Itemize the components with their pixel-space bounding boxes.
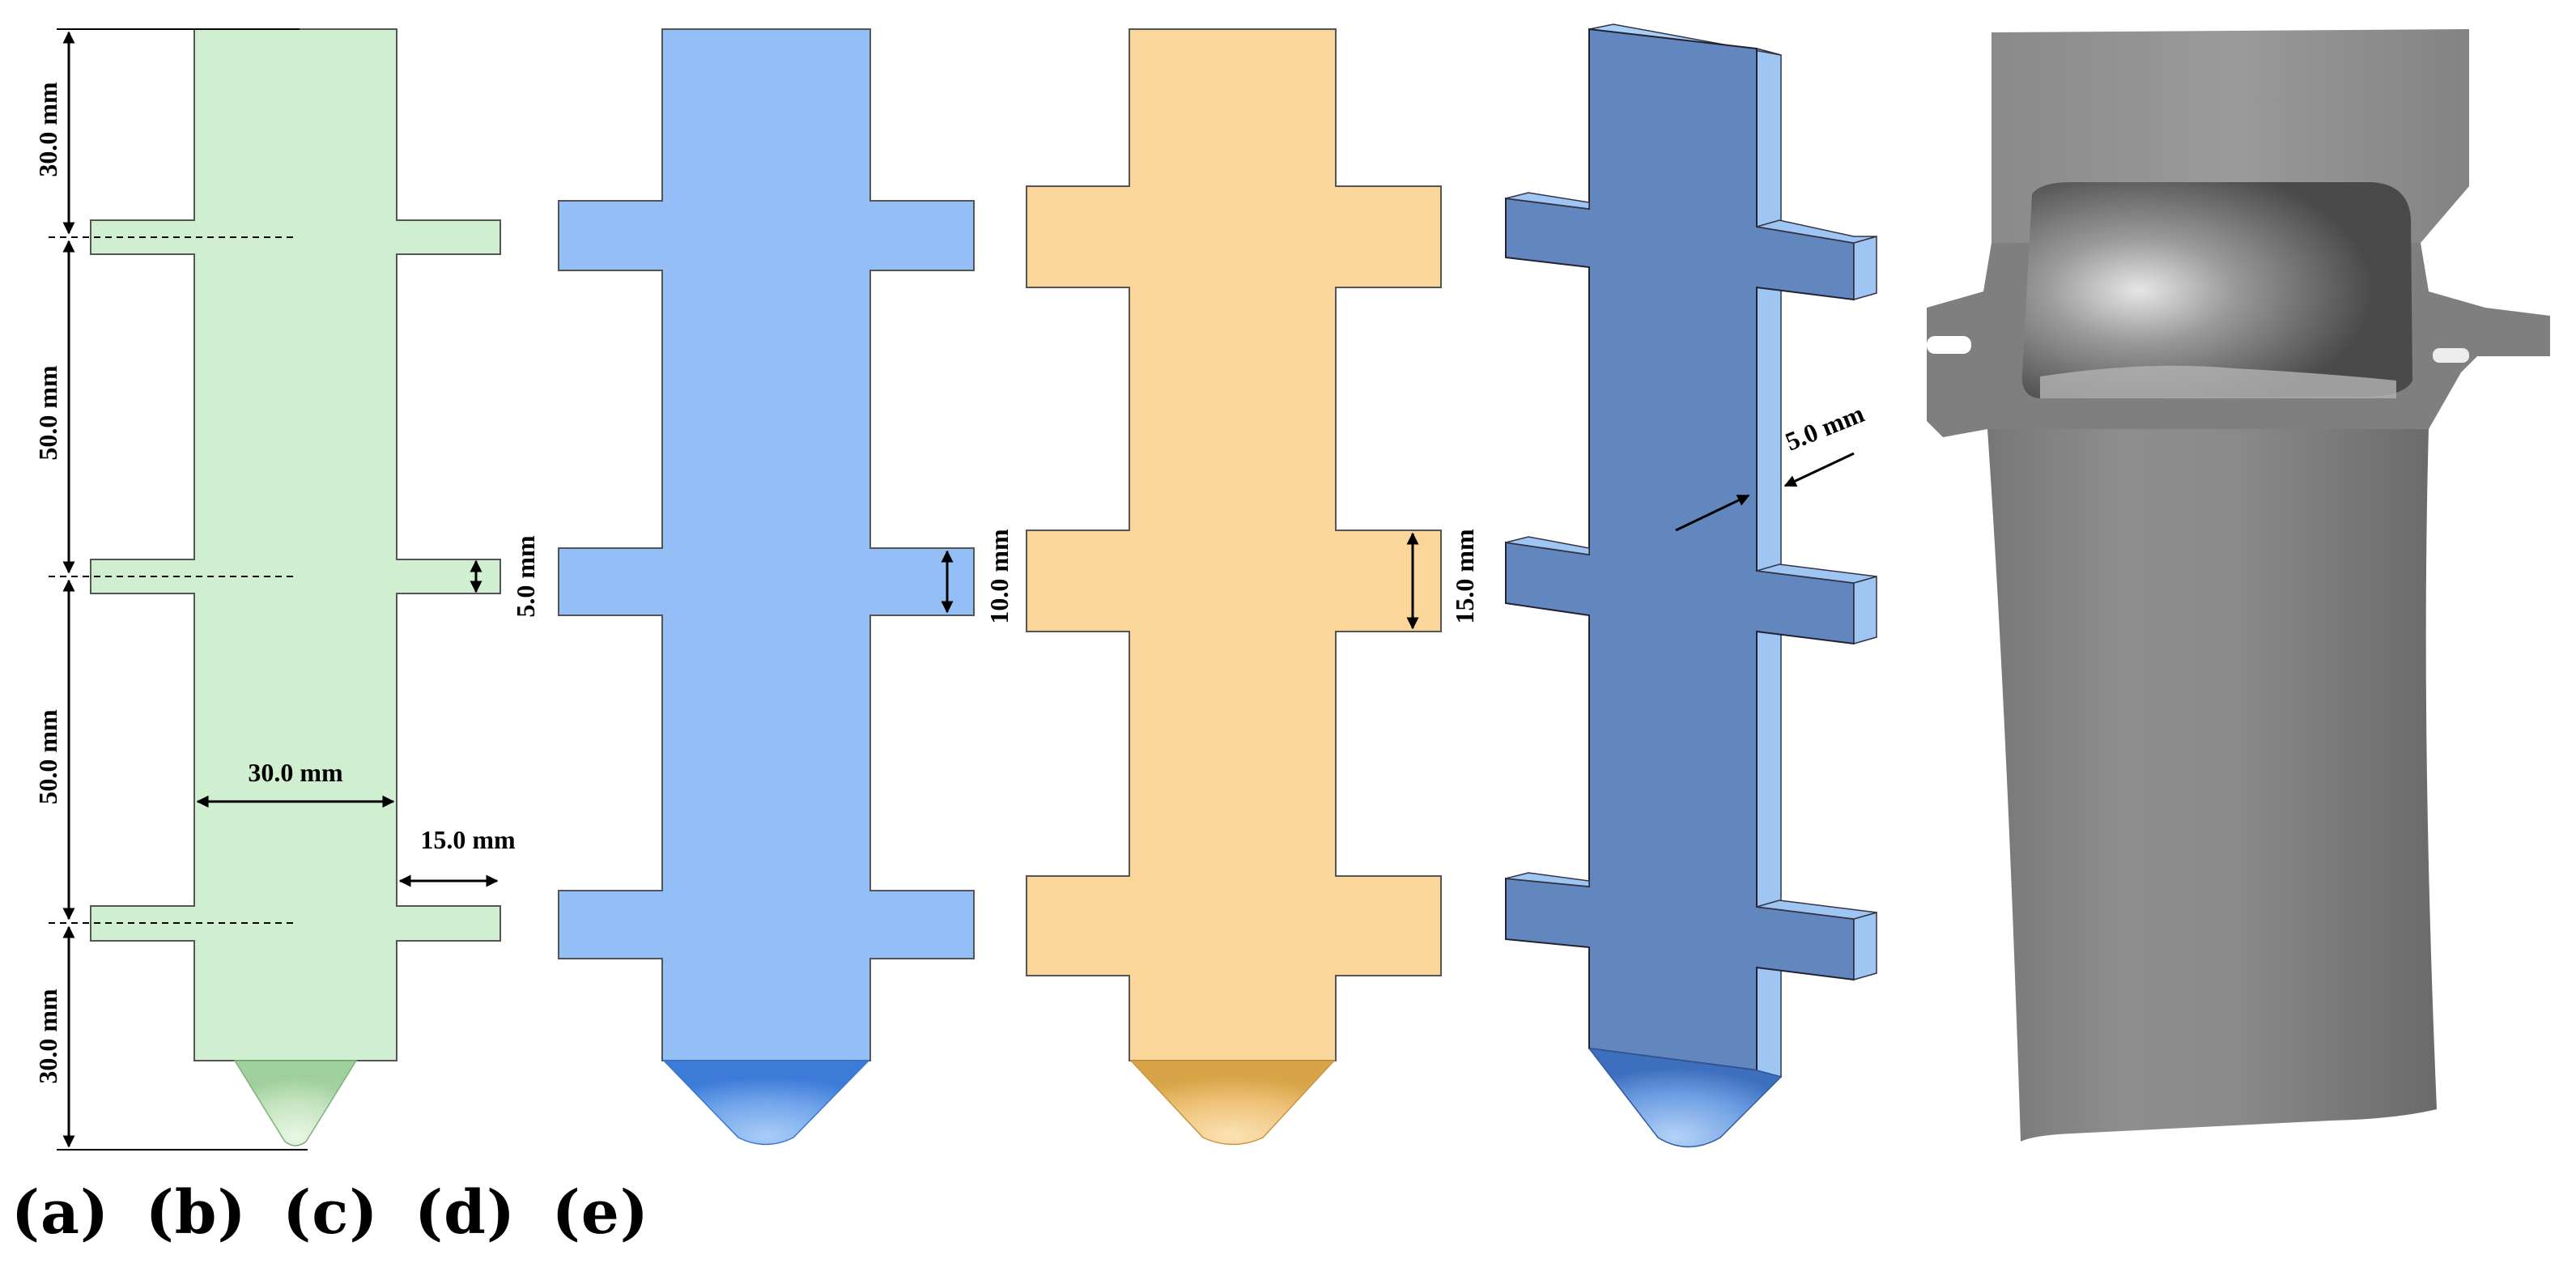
specimen-b: 10.0 mm [558, 28, 1014, 1146]
turbine-blade [1927, 29, 2550, 1142]
dim-rib-length: 15.0 mm [420, 825, 516, 854]
depth-arrow-right [1783, 452, 1855, 487]
specimen-c-tip [1129, 1060, 1336, 1146]
specimen-b-tip [662, 1060, 870, 1146]
specimen-d-rib-faces [1505, 192, 1877, 980]
dim-bottom-gap: 30.0 mm [33, 989, 62, 1084]
panel-label-c: (c) [283, 1178, 379, 1248]
panel-label-b: (b) [145, 1178, 247, 1248]
blade-notch-right [2433, 348, 2469, 363]
extension-lines [57, 28, 308, 1151]
specimen-d-tip [1588, 1048, 1783, 1148]
dim-middle-gap-2: 50.0 mm [33, 709, 62, 805]
dim-middle-gap-1: 50.0 mm [33, 365, 62, 461]
specimen-d: 5.0 mm [1505, 23, 1877, 1148]
dim-rib-thickness-b: 10.0 mm [984, 529, 1014, 624]
dim-rib-depth-d: 5.0 mm [1781, 398, 1868, 456]
specimen-c-body [1026, 28, 1442, 1061]
blade-pocket-ridge [2040, 365, 2396, 398]
blade-airfoil [1987, 429, 2437, 1142]
blade-notch-left [1927, 336, 1971, 354]
dim-body-width: 30.0 mm [248, 758, 343, 787]
specimen-a: 30.0 mm 50.0 mm 50.0 mm 30.0 mm 30.0 mm … [33, 28, 540, 1151]
blade-pocket [2021, 182, 2412, 398]
panel-label-e: (e) [551, 1178, 649, 1248]
specimen-a-body [90, 28, 501, 1061]
dim-top-gap: 30.0 mm [33, 82, 62, 177]
dim-rib-thickness-a: 5.0 mm [511, 535, 540, 618]
panel-label-d: (d) [414, 1178, 516, 1248]
specimen-b-body [558, 28, 975, 1061]
panel-label-a: (a) [11, 1178, 109, 1248]
depth-arrow-left [1675, 494, 1750, 532]
specimen-c: 15.0 mm [1026, 28, 1479, 1146]
specimen-a-tip [233, 1060, 358, 1146]
dim-rib-thickness-c: 15.0 mm [1450, 529, 1479, 624]
panel-labels: (a) (b) (c) (d) (e) [11, 1178, 664, 1248]
